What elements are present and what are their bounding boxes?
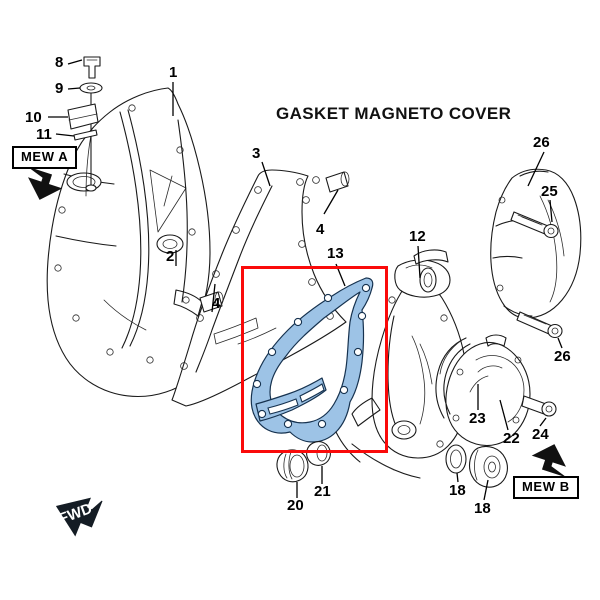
leader-26-lower — [557, 337, 563, 349]
part-13-magneto-cover-gasket — [250, 277, 374, 443]
leader-13 — [335, 263, 346, 287]
gasket-slot-2 — [299, 383, 325, 403]
callout-2: 2 — [166, 248, 175, 265]
callout-18-b: 18 — [474, 500, 491, 517]
fwd-marker: FWD — [55, 497, 103, 537]
callout-24: 24 — [532, 426, 549, 443]
mew-b-arrow — [531, 444, 567, 478]
part-22-pump-cover — [445, 334, 531, 447]
callout-26-lower: 26 — [554, 348, 571, 365]
left-crankcase-assembly — [46, 87, 211, 398]
callout-21: 21 — [314, 483, 331, 500]
gasket-slot-1 — [267, 398, 299, 415]
part-20-bush — [276, 449, 309, 483]
part-8-shaft-end — [85, 184, 97, 192]
callout-25: 25 — [541, 183, 558, 200]
leader-4-lower — [211, 283, 216, 313]
leader-4-upper — [323, 189, 339, 215]
callout-10: 10 — [25, 109, 42, 126]
leader-26-upper — [527, 151, 545, 187]
callout-8: 8 — [55, 54, 64, 71]
view-marker-mew-a: MEW A — [12, 146, 78, 170]
leader-11 — [55, 133, 75, 137]
callout-18-a: 18 — [449, 482, 466, 499]
leader-25 — [549, 199, 553, 223]
part-10-block — [67, 103, 99, 130]
callout-12: 12 — [409, 228, 426, 245]
view-marker-mew-b: MEW B — [513, 476, 579, 500]
part-26-bolt-lower — [516, 311, 563, 339]
part-18-oring — [445, 444, 467, 474]
callout-4-upper: 4 — [316, 221, 325, 238]
callout-1: 1 — [169, 64, 178, 81]
leader-12 — [417, 245, 421, 279]
leader-9 — [67, 87, 81, 90]
part-26-cover-upper — [490, 168, 582, 319]
part-11-pin — [73, 129, 98, 141]
leader-22 — [499, 399, 509, 431]
mew-a-arrow — [27, 166, 63, 200]
page-title: GASKET MAGNETO COVER — [276, 104, 512, 123]
leader-8 — [67, 59, 83, 65]
callout-11: 11 — [36, 126, 52, 143]
callout-4-lower: 4 — [212, 295, 221, 312]
leader-18-a — [456, 472, 459, 483]
callout-20: 20 — [287, 497, 304, 514]
leader-18-b — [483, 479, 489, 501]
part-12-magneto-cover-body — [351, 249, 468, 459]
part-8-bolt — [83, 56, 101, 79]
callout-13: 13 — [327, 245, 344, 262]
part-9-washer — [79, 82, 103, 94]
part-3-gasket-outline — [171, 169, 347, 407]
part-4-dowel-upper — [325, 171, 350, 193]
callout-9: 9 — [55, 80, 64, 97]
callout-22: 22 — [503, 430, 520, 447]
part-18-bearing — [469, 445, 508, 488]
part-21-dowel — [306, 441, 331, 466]
part-23-seal-ring — [435, 337, 471, 419]
callout-26-upper: 26 — [533, 134, 550, 151]
part-25-bolt-upper — [510, 211, 559, 239]
leader-24 — [539, 417, 547, 427]
part-4-dowel-lower — [199, 291, 224, 313]
callout-3: 3 — [252, 145, 261, 162]
part-24-bolt — [521, 395, 557, 417]
leader-3 — [261, 161, 271, 187]
callout-23: 23 — [469, 410, 486, 427]
